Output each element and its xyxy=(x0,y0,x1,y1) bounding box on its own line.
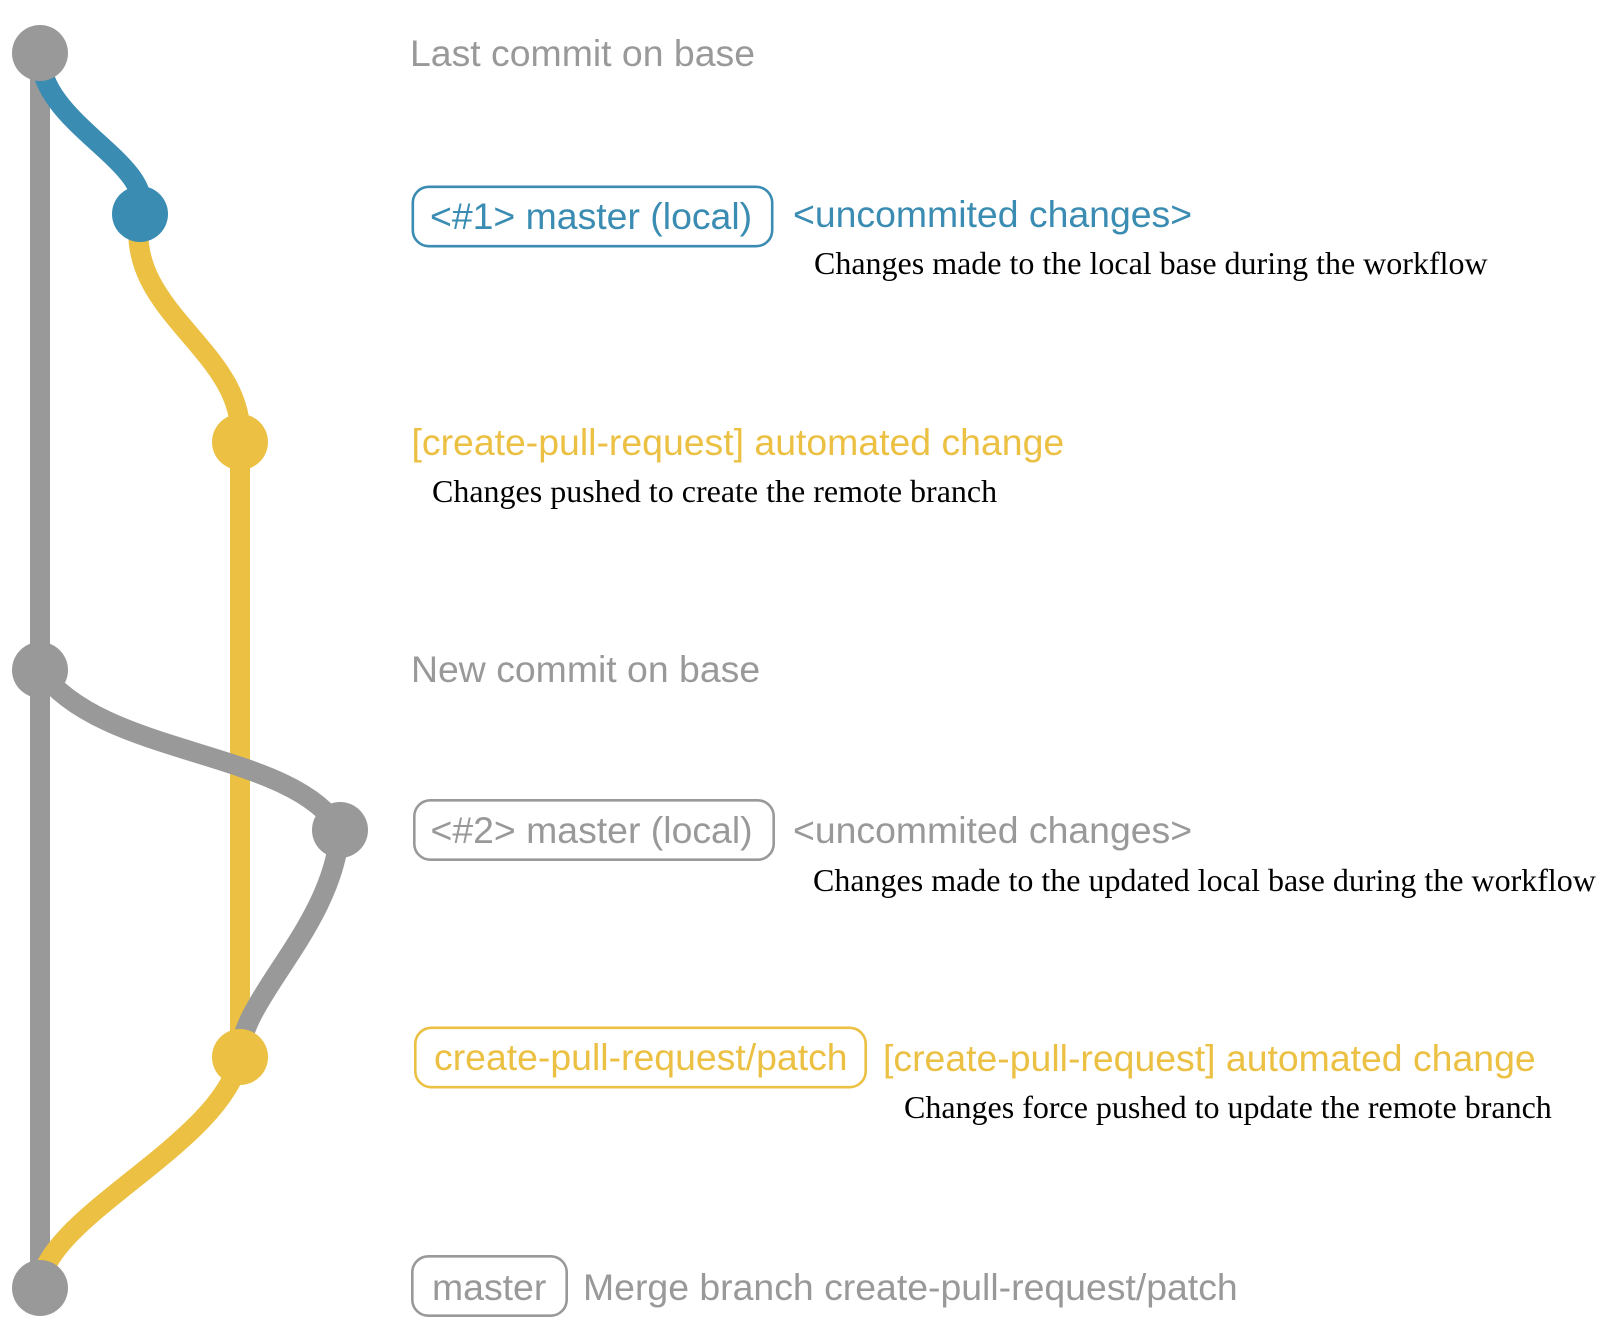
svg-text:[create-pull-request] automate: [create-pull-request] automated change xyxy=(412,421,1065,463)
svg-text:Changes made to the local base: Changes made to the local base during th… xyxy=(814,245,1488,281)
svg-text:Changes pushed to create the r: Changes pushed to create the remote bran… xyxy=(432,473,997,509)
svg-text:master: master xyxy=(432,1266,546,1308)
svg-text:<uncommited changes>: <uncommited changes> xyxy=(793,193,1192,235)
svg-text:<#1> master (local): <#1> master (local) xyxy=(430,195,752,237)
svg-text:Changes made to the updated lo: Changes made to the updated local base d… xyxy=(813,862,1596,898)
svg-text:New commit on base: New commit on base xyxy=(411,648,760,690)
svg-text:[create-pull-request] automate: [create-pull-request] automated change xyxy=(883,1037,1536,1079)
svg-text:Merge branch create-pull-reque: Merge branch create-pull-request/patch xyxy=(583,1266,1238,1308)
svg-text:<uncommited changes>: <uncommited changes> xyxy=(793,809,1192,851)
svg-text:Changes force pushed to update: Changes force pushed to update the remot… xyxy=(904,1089,1552,1125)
svg-text:create-pull-request/patch: create-pull-request/patch xyxy=(434,1036,848,1078)
svg-text:Last commit on base: Last commit on base xyxy=(410,32,755,74)
svg-text:<#2> master (local): <#2> master (local) xyxy=(431,809,753,851)
